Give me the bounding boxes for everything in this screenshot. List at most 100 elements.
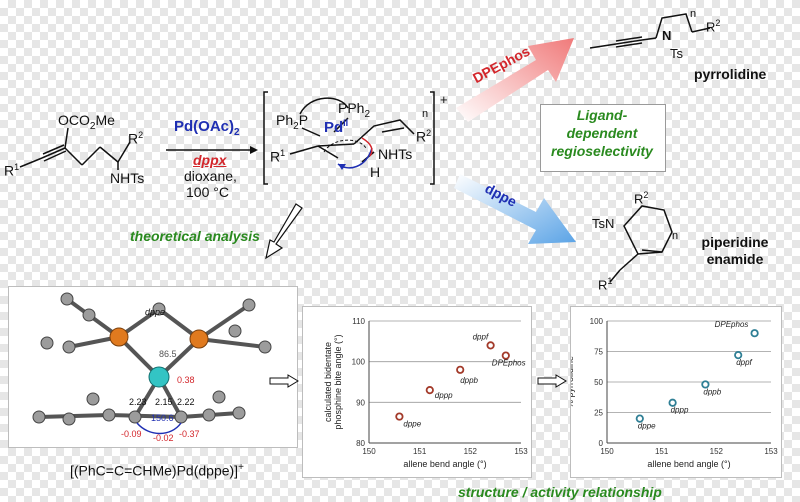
ph2p-label: Ph2P: [276, 112, 309, 132]
analysis-arrow: [262, 200, 306, 262]
to-chart1-arrow: [268, 374, 300, 388]
ligand-label: dppx: [193, 152, 227, 168]
piperidine-product: TsN R2 n R1: [590, 190, 710, 294]
x-tick-label: 150: [362, 447, 376, 456]
data-point: [486, 341, 495, 350]
ester-label: OCO2Me: [58, 112, 115, 132]
distance-b: 2.15: [155, 397, 173, 407]
y-tick-label: 100: [590, 317, 604, 326]
pyrrolidine-chart-panel: 0 25 50 75 100 150 151 152 153 allene bend angle …: [565, 306, 782, 478]
distance-c: 2.22: [177, 397, 195, 407]
pp-distance: 86.5: [159, 349, 177, 359]
data-point: [734, 351, 743, 360]
temperature-label: 100 °C: [186, 184, 229, 200]
data-point: [668, 398, 677, 407]
y-tick-label: 0: [599, 439, 604, 448]
pph2-label: PPh2: [338, 100, 371, 120]
intermediate-h: H: [370, 164, 381, 180]
y-axis-label: % pyrrolidine: [571, 356, 575, 408]
reaction-arrow: [166, 142, 258, 154]
x-axis-label: allene bend angle (°): [647, 459, 730, 469]
x-tick-label: 152: [710, 447, 724, 456]
point-label: dppb: [460, 376, 478, 385]
y-tick-label: 80: [356, 439, 365, 448]
point-label: DPEphos: [715, 320, 749, 329]
point-label: dppe: [403, 420, 421, 429]
reactant-molecule: OCO2Me R1 R2 NHTs: [0, 100, 170, 190]
solvent-label: dioxane,: [184, 168, 237, 184]
pyrrolidine-skeleton: [589, 13, 711, 49]
point-label: dppf: [736, 358, 752, 367]
to-chart2-arrow: [536, 374, 568, 388]
piperidine-r1: R1: [598, 276, 613, 293]
intermediate-complex: Ph2P PPh2 PdII R1 R2 n NHTs H +: [262, 88, 462, 188]
pyrrolidine-chart: 0 25 50 75 100 150 151 152 153 allene bend angle …: [565, 317, 778, 469]
pyrrolidine-name: pyrrolidine: [694, 66, 767, 82]
point-label: DPEphos: [492, 359, 526, 368]
structure-ligand-label: dppe: [145, 307, 166, 317]
x-tick-label: 151: [655, 447, 669, 456]
data-point: [395, 412, 404, 421]
pd-charge: 0.38: [177, 375, 195, 385]
data-point: [456, 365, 465, 374]
data-point: [750, 329, 759, 338]
point-label: dppb: [703, 387, 721, 396]
nhts-label: NHTs: [110, 170, 145, 186]
regioselectivity-box: [540, 104, 666, 172]
piperidine-r2: R2: [634, 190, 649, 207]
intermediate-r2: R2: [416, 128, 432, 145]
intermediate-r1: R1: [270, 148, 286, 165]
catalyst-label: Pd(OAc)2: [174, 118, 240, 138]
point-label: dppp: [671, 406, 689, 415]
structure-model: [32, 292, 272, 435]
structure-panel: dppe 86.5 0.38 2.23 2.15 2.22 150.6 -0.0…: [8, 286, 298, 448]
intermediate-charge: +: [440, 92, 448, 107]
point-label: dppf: [473, 332, 489, 341]
x-tick-label: 150: [600, 447, 614, 456]
point-label: dppp: [435, 391, 453, 400]
intermediate-nhts: NHTs: [378, 146, 413, 162]
c2-charge: -0.02: [153, 433, 174, 443]
y-tick-label: 25: [594, 409, 603, 418]
distance-a: 2.23: [129, 397, 147, 407]
data-point: [635, 414, 644, 423]
y-tick-label: 100: [352, 358, 366, 367]
piperidine-tsn: TsN: [592, 216, 615, 231]
y-tick-label: 110: [352, 317, 365, 326]
pd-label: PdII: [324, 118, 349, 136]
x-tick-label: 153: [764, 447, 778, 456]
bite-angle-chart: 80 90 100 110 150 151 152 153 allene bend angle …: [323, 317, 528, 469]
c3-charge: -0.37: [179, 429, 200, 439]
upper-pathway-arrow: [452, 30, 582, 130]
data-point: [501, 351, 510, 360]
piperidine-name: piperidine enamide: [701, 234, 769, 267]
r2-label: R2: [128, 130, 144, 147]
x-tick-label: 151: [413, 447, 427, 456]
bend-angle: 150.6: [151, 413, 174, 423]
x-axis-label: allene bend angle (°): [403, 459, 486, 469]
data-point: [701, 380, 710, 389]
relationship-label: structure / activity relationship: [458, 484, 662, 500]
r1-label: R1: [4, 162, 20, 179]
y-tick-label: 50: [594, 378, 603, 387]
x-tick-label: 152: [464, 447, 478, 456]
pyrrolidine-n-atom: N: [662, 28, 672, 43]
c1-charge: -0.09: [121, 429, 142, 439]
complex-formula: [(PhC=C=CHMe)Pd(dppe)]+: [70, 462, 244, 479]
pyrrolidine-ts: Ts: [670, 46, 683, 61]
data-point: [425, 386, 434, 395]
x-tick-label: 153: [514, 447, 528, 456]
piperidine-n-index: n: [672, 230, 679, 242]
pyrrolidine-product: N Ts R2 n: [570, 6, 750, 80]
y-tick-label: 75: [594, 348, 603, 357]
y-axis-label: calculated bidentatephosphine bite angle…: [323, 334, 343, 429]
reactant-skeleton: [19, 127, 131, 170]
regioselectivity-label: Ligand- dependent regioselectivity: [551, 107, 653, 159]
intermediate-n: n: [422, 108, 429, 120]
analysis-label: theoretical analysis: [130, 228, 260, 244]
intermediate-skeleton: [263, 91, 435, 185]
piperidine-skeleton: [609, 205, 673, 283]
lower-pathway-arrow: [452, 166, 582, 252]
y-tick-label: 90: [356, 398, 365, 407]
pyrrolidine-n-index: n: [690, 8, 697, 20]
